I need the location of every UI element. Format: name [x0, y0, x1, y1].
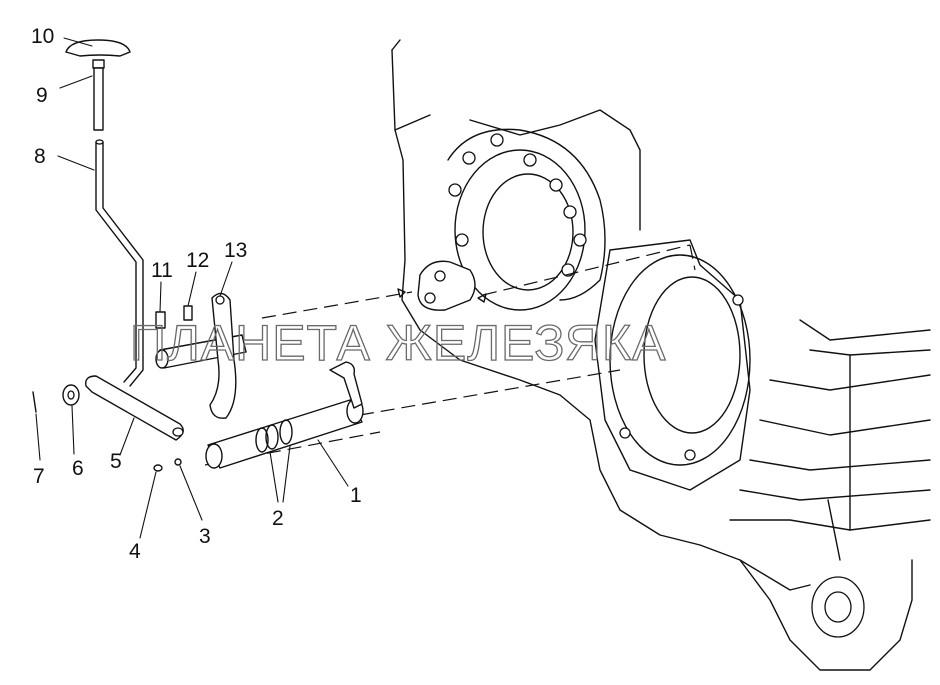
bolt-hole	[448, 183, 462, 197]
bolt-hole	[573, 233, 587, 247]
link-bar	[85, 375, 184, 441]
o-ring	[279, 419, 293, 445]
handle-knob	[65, 39, 131, 57]
nut	[92, 59, 105, 69]
bolt-hole	[462, 151, 476, 165]
arrow-head	[477, 293, 487, 303]
bolt-hole	[619, 427, 631, 439]
pin-4	[153, 464, 163, 472]
leader-lines	[35, 37, 349, 539]
watermark: ПЛАНЕТА ЖЕЛЕЗЯКА	[130, 315, 666, 371]
lower-flange	[594, 239, 751, 491]
bolt-hole	[549, 178, 563, 192]
callout-6: 6	[72, 457, 84, 480]
upper-rod	[93, 67, 104, 131]
o-ring	[265, 424, 279, 450]
shift-shaft	[205, 361, 364, 469]
pin-3	[174, 458, 182, 466]
upper-flange	[447, 128, 606, 311]
callout-11: 11	[151, 259, 173, 282]
bolt-hole	[732, 294, 744, 306]
shaft-lever	[329, 361, 363, 409]
bolt-hole	[490, 133, 504, 147]
callout-13: 13	[224, 239, 247, 262]
housing	[391, 39, 931, 671]
callouts: 1 2 3 4 5 6 7 8 9 10 11 12 13	[31, 25, 362, 563]
shift-fork	[155, 292, 247, 419]
callout-2: 2	[272, 507, 284, 530]
callout-12: 12	[186, 249, 209, 272]
bolt-hole	[561, 263, 575, 277]
callout-4: 4	[129, 540, 141, 563]
link-bar-hole	[172, 427, 184, 437]
bolt-hole	[684, 449, 696, 461]
lower-flange-bore-outer	[609, 254, 751, 466]
bracket-hole	[434, 270, 446, 282]
mount-bore	[824, 591, 852, 623]
lever-rod	[95, 141, 144, 387]
callout-5: 5	[110, 450, 122, 473]
bolt-hole	[455, 233, 469, 247]
callout-7: 7	[33, 465, 45, 488]
rod-end	[95, 139, 104, 145]
callout-1: 1	[350, 484, 362, 507]
lower-flange-bore-inner	[643, 276, 741, 434]
washer-hole	[67, 390, 75, 400]
bolt-hole	[563, 205, 577, 219]
o-ring	[255, 427, 269, 453]
bolt-hole	[523, 153, 537, 167]
callout-3: 3	[199, 525, 211, 548]
callout-9: 9	[36, 84, 48, 107]
callout-8: 8	[34, 145, 46, 168]
cotter-pin	[32, 391, 37, 413]
upper-flange-bore-inner	[482, 173, 574, 291]
upper-flange-bore-outer	[454, 149, 586, 311]
shift-bracket	[417, 260, 476, 311]
arrow-head	[397, 288, 406, 298]
callout-10: 10	[31, 25, 54, 48]
bracket-hole	[424, 292, 436, 304]
